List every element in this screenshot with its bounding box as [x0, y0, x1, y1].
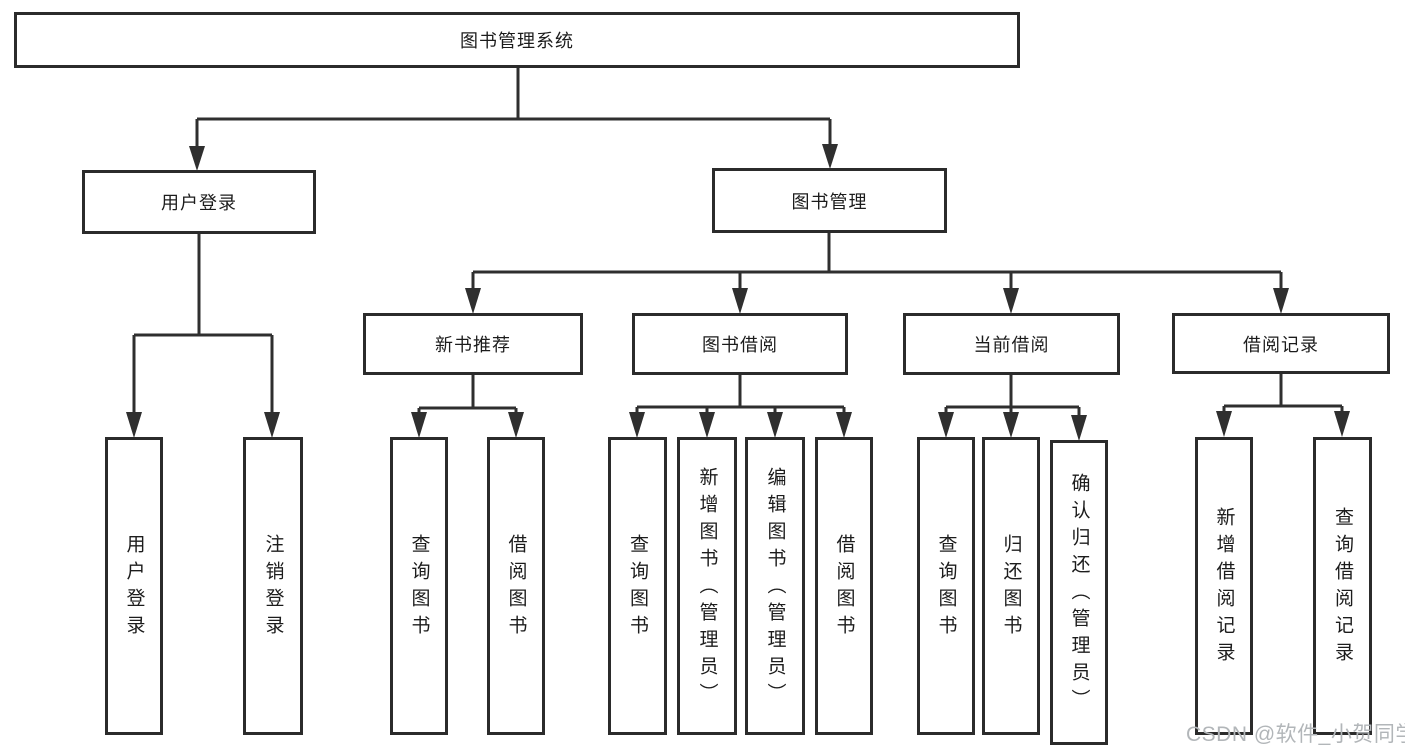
connector-new-book-children [411, 375, 524, 438]
leaf-edit-books-admin: 编辑图书（管理员） [745, 437, 805, 735]
connector-book-borrow-children [629, 375, 852, 438]
leaf-query-books-3: 查询图书 [917, 437, 975, 735]
leaf-query-books-2: 查询图书 [608, 437, 667, 735]
node-book-management: 图书管理 [712, 168, 947, 233]
node-user-login: 用户登录 [82, 170, 316, 234]
leaf-logout: 注销登录 [243, 437, 303, 735]
connector-user-login-children [126, 234, 280, 438]
leaf-return-books: 归还图书 [982, 437, 1040, 735]
leaf-add-borrow-record: 新增借阅记录 [1195, 437, 1253, 735]
node-book-borrowing: 图书借阅 [632, 313, 848, 375]
leaf-add-books-admin: 新增图书（管理员） [677, 437, 737, 735]
csdn-watermark: CSDN @软件_小贺同学 [1186, 723, 1405, 746]
leaf-borrow-books-2: 借阅图书 [815, 437, 873, 735]
node-new-book-recommend: 新书推荐 [363, 313, 583, 375]
leaf-user-login: 用户登录 [105, 437, 163, 735]
leaf-query-borrow-record: 查询借阅记录 [1313, 437, 1372, 735]
node-current-borrowing: 当前借阅 [903, 313, 1120, 375]
leaf-borrow-books-1: 借阅图书 [487, 437, 545, 735]
connector-root-to-level2 [189, 68, 838, 171]
connector-book-management-children [465, 233, 1289, 314]
leaf-query-books-1: 查询图书 [390, 437, 448, 735]
connector-borrow-records-children [1216, 374, 1350, 437]
node-borrowing-records: 借阅记录 [1172, 313, 1390, 374]
connector-current-borrow-children [938, 375, 1087, 441]
node-library-management-system: 图书管理系统 [14, 12, 1020, 68]
leaf-confirm-return-admin: 确认归还（管理员） [1050, 440, 1108, 745]
